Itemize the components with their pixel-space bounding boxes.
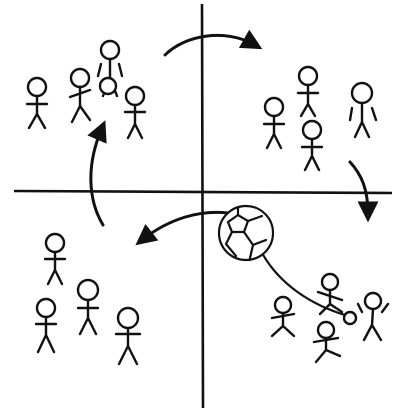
arrow-top-left-to-top-right	[165, 35, 255, 55]
stick-figure	[344, 312, 356, 324]
figure-group-bottom-right	[272, 274, 388, 362]
stick-figure	[358, 293, 388, 340]
figure-group-top-right	[264, 67, 376, 170]
stick-figure	[264, 98, 284, 148]
stick-figure	[100, 78, 116, 94]
stick-figure	[302, 121, 322, 170]
arrow-bottom-right-to-bottom-left	[142, 212, 228, 240]
axes	[14, 4, 392, 408]
stick-figure	[70, 69, 90, 122]
stick-figure	[125, 87, 145, 138]
figure-group-top-left	[27, 41, 145, 138]
stick-figure	[318, 274, 342, 314]
stick-figure	[314, 322, 340, 362]
stick-figure	[350, 83, 376, 137]
arrow-bottom-left-to-top-left	[91, 128, 103, 225]
stick-figure	[116, 308, 140, 364]
stick-figure	[272, 297, 294, 336]
stick-figure	[78, 280, 98, 334]
figure-group-bottom-left	[36, 234, 140, 364]
vertical-axis	[202, 4, 203, 408]
horizontal-axis	[14, 191, 392, 193]
stick-figure	[36, 299, 56, 352]
arrow-top-right-to-bottom-right	[350, 162, 368, 214]
stick-figure	[45, 234, 65, 284]
cycle-arrows	[91, 35, 368, 240]
stick-figure	[298, 67, 318, 116]
stick-figure	[27, 78, 47, 128]
